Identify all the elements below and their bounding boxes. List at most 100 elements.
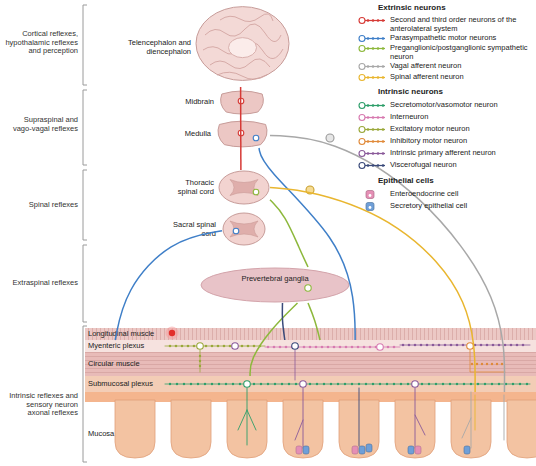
stimulus-dot bbox=[169, 330, 175, 336]
soma-sample bbox=[359, 139, 365, 145]
neuron-soma bbox=[305, 285, 311, 291]
nodose-ganglion bbox=[326, 134, 334, 142]
legend-text: Viscerofugal neuron bbox=[390, 161, 536, 170]
neuron-pathway bbox=[282, 303, 284, 340]
neuron-sample bbox=[362, 165, 385, 166]
neuron-soma bbox=[300, 381, 307, 388]
varicosity-chain bbox=[170, 383, 528, 385]
motor-axon bbox=[200, 350, 201, 372]
dorsal-root-ganglion bbox=[306, 186, 314, 194]
axon-line bbox=[400, 345, 530, 346]
legend-entry: Second and third order neurons of the an… bbox=[358, 16, 536, 34]
legend-swatch bbox=[358, 16, 386, 25]
villus-shape bbox=[395, 400, 435, 458]
secretory-cell bbox=[408, 446, 414, 454]
mucosa-layer: Mucosa bbox=[85, 392, 536, 466]
node-label: Mucosa bbox=[88, 430, 148, 439]
neuron-soma bbox=[467, 343, 474, 350]
mucosal-projection bbox=[415, 388, 425, 448]
neuron-pathway bbox=[308, 303, 320, 340]
legend-entry: Parasympathetic motor neurons bbox=[358, 34, 536, 52]
legend-text: Enteroendocrine cell bbox=[390, 190, 536, 199]
neuron-sample bbox=[362, 20, 385, 21]
neuron-sample bbox=[362, 153, 385, 154]
secretory-cell bbox=[464, 446, 470, 454]
node-outline bbox=[222, 212, 266, 246]
legend-entry: Preganglionic/postganglionic sympathetic… bbox=[358, 44, 536, 62]
villus-shape bbox=[507, 400, 536, 458]
varicosity-sample bbox=[368, 65, 385, 68]
varicosity-chain bbox=[472, 363, 503, 365]
neuron-pathway bbox=[270, 200, 308, 267]
level-label: Cortical reflexes, hypothalamic reflexes… bbox=[4, 30, 78, 56]
varicosity-sample bbox=[368, 128, 385, 131]
neuron-sample bbox=[362, 77, 385, 78]
secretory-cell bbox=[303, 446, 309, 454]
legend-text: Spinal afferent neuron bbox=[390, 73, 536, 82]
grey-matter bbox=[230, 180, 258, 196]
mucosal-projection bbox=[238, 388, 256, 445]
legend-swatch bbox=[358, 137, 386, 146]
gyrus-line bbox=[220, 14, 273, 22]
ganglion-ellipse: Prevertebral ganglia bbox=[200, 267, 350, 303]
varicosity-sample bbox=[368, 19, 385, 22]
neuron-pathway bbox=[259, 148, 355, 340]
brain-outline bbox=[196, 7, 289, 81]
varicosity-chain bbox=[170, 345, 262, 348]
legend-text: Intrinsic primary afferent neuron bbox=[390, 149, 536, 158]
legend-text: Secretory epithelial cell bbox=[390, 202, 536, 211]
soma-sample bbox=[359, 36, 365, 42]
villus-shape bbox=[283, 400, 323, 458]
neuron-sample bbox=[362, 66, 385, 67]
enteroendocrine-cell bbox=[296, 446, 302, 454]
secretory-cell bbox=[366, 444, 372, 452]
cell-sample bbox=[366, 191, 374, 199]
legend-text: Excitatory motor neuron bbox=[390, 125, 536, 134]
tissue-band: Circular muscle bbox=[85, 352, 536, 376]
spinal-cord-section: Thoracic spinal cord bbox=[218, 170, 270, 205]
neuron-pathway bbox=[250, 303, 297, 376]
node-label: Circular muscle bbox=[88, 360, 188, 369]
legend-swatch bbox=[358, 62, 386, 71]
axon-line bbox=[165, 384, 530, 385]
legend-text: Vagal afferent neuron bbox=[390, 62, 536, 71]
level-label: Supraspinal and vago-vagal reflexes bbox=[4, 116, 78, 133]
interganglionic-axon bbox=[295, 350, 296, 380]
soma-sample bbox=[359, 46, 365, 52]
mucosal-projection bbox=[359, 388, 360, 446]
brainstem-outline bbox=[218, 121, 267, 147]
neuron-soma bbox=[377, 344, 384, 351]
cell-nucleus bbox=[369, 194, 372, 197]
neuron-sample bbox=[362, 105, 385, 106]
neuron-pathway bbox=[115, 231, 222, 340]
neuron-soma bbox=[238, 130, 244, 136]
node-outline bbox=[85, 392, 536, 466]
spinal-cord-section: Sacral spinal cord bbox=[222, 212, 266, 246]
enteroendocrine-cell bbox=[415, 446, 421, 454]
villus-shape bbox=[227, 400, 267, 458]
node-label: Myenteric plexus bbox=[88, 342, 188, 351]
node-label: Medulla bbox=[171, 130, 211, 139]
legend-text: Preganglionic/postganglionic sympathetic… bbox=[390, 44, 536, 61]
neuron-soma bbox=[253, 135, 259, 141]
level-label: Spinal reflexes bbox=[4, 201, 78, 210]
legend-swatch bbox=[358, 101, 386, 110]
varicosity-chain bbox=[403, 344, 528, 347]
legend-text: Secretomotor/vasomotor neuron bbox=[390, 101, 536, 110]
grey-matter bbox=[230, 221, 258, 237]
neuron-soma bbox=[244, 381, 251, 388]
varicosity-sample bbox=[368, 140, 385, 143]
node-label: Sacral spinal cord bbox=[170, 221, 216, 238]
villus-shape bbox=[339, 400, 379, 458]
legend-entry: Secretory epithelial cell bbox=[358, 202, 536, 220]
node-label: Submucosal plexus bbox=[88, 380, 188, 389]
node-label: Midbrain bbox=[172, 98, 214, 107]
soma-sample bbox=[359, 18, 365, 24]
cell-sample bbox=[366, 203, 374, 211]
brainstem-region: Midbrain bbox=[218, 90, 266, 115]
varicosity-sample bbox=[368, 152, 385, 155]
legend-entry: Inhibitory motor neuron bbox=[358, 137, 536, 155]
villus-shape bbox=[451, 400, 491, 458]
secretory-cell bbox=[359, 446, 365, 454]
